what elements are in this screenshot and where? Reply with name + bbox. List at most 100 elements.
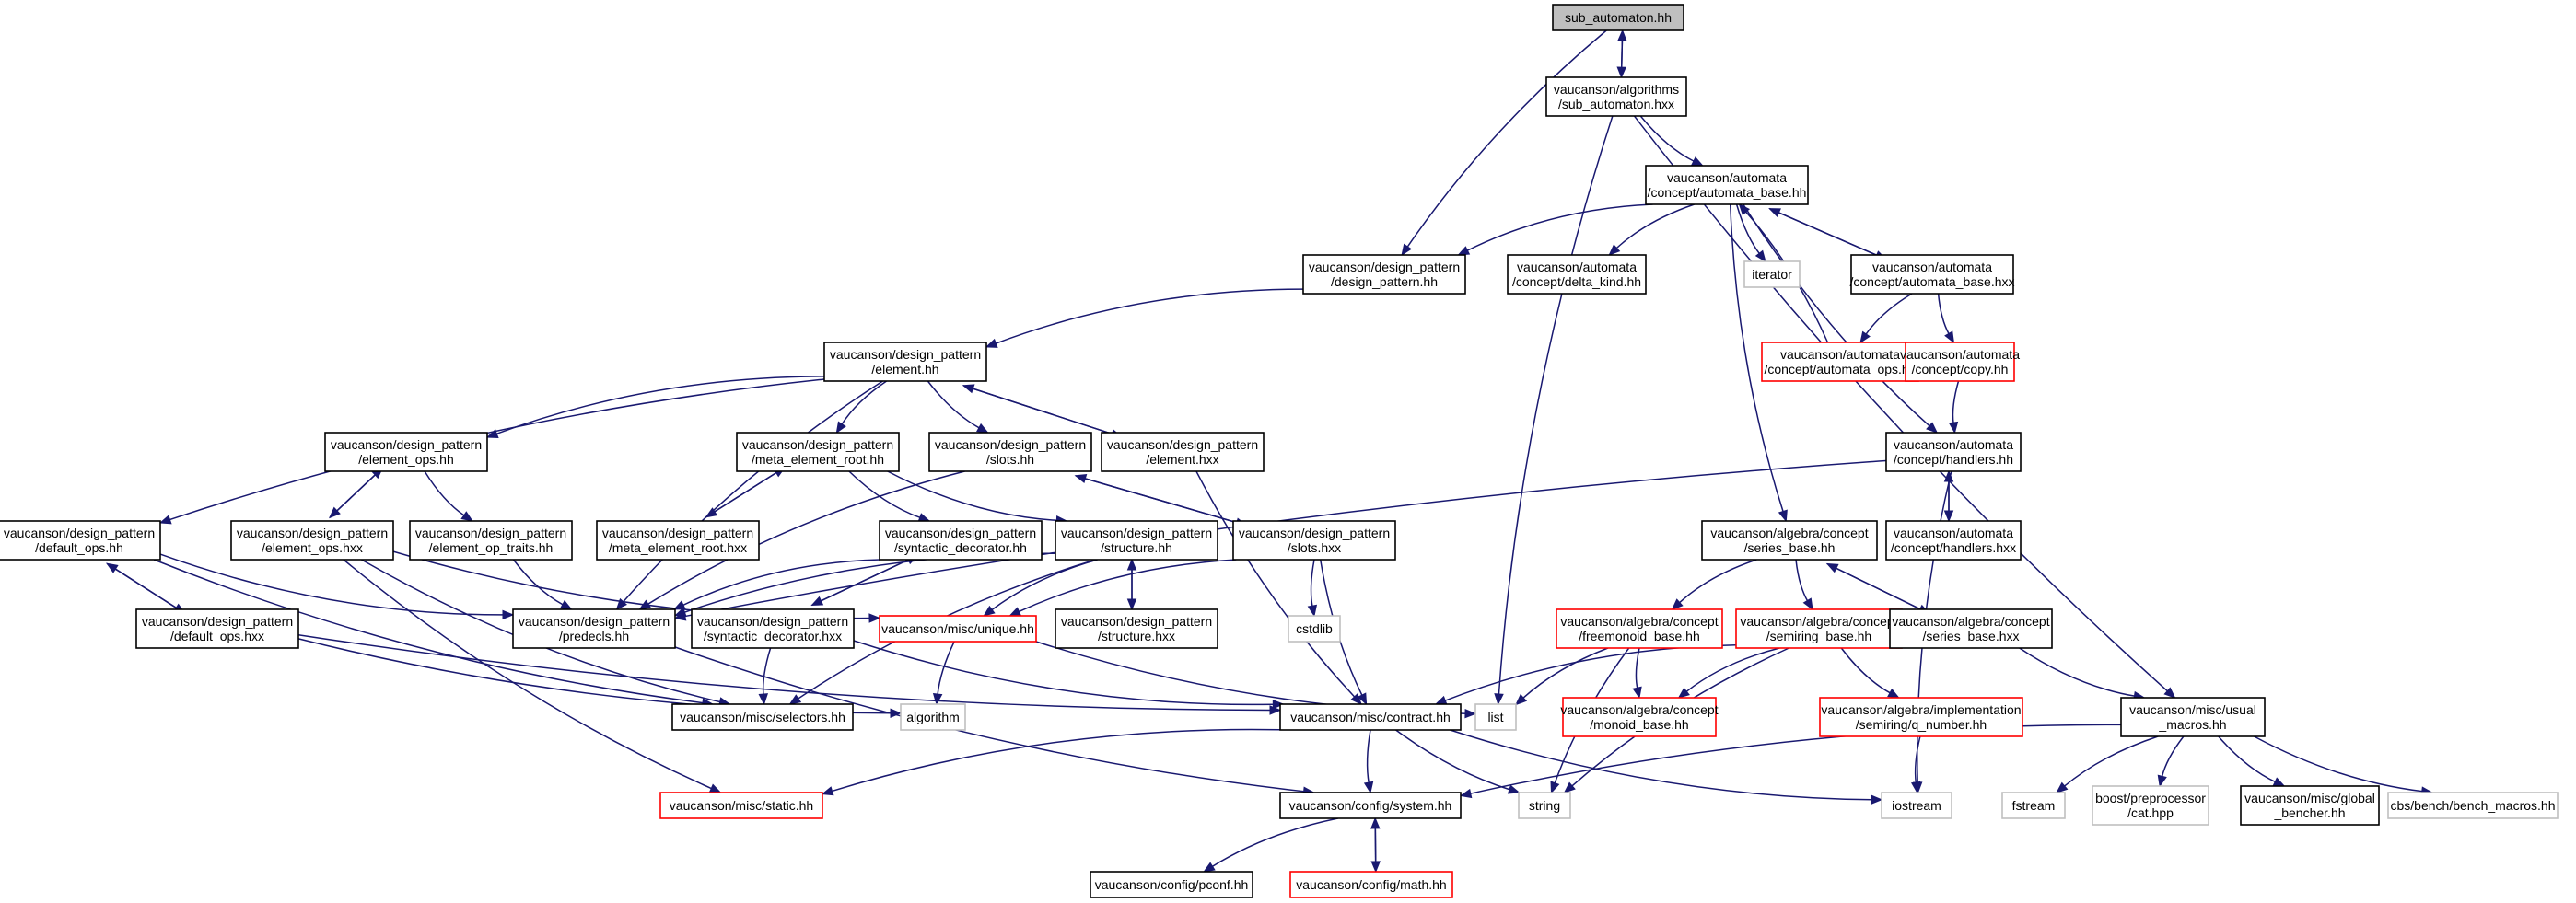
node-label: fstream xyxy=(2012,798,2056,813)
node-element-ops-hxx[interactable]: vaucanson/design_pattern/element_ops.hxx xyxy=(230,520,394,561)
node-freemonoid-base-hh[interactable]: vaucanson/algebra/concept/freemonoid_bas… xyxy=(1556,608,1723,649)
edge-line xyxy=(1635,647,1640,689)
node-box xyxy=(1701,520,1878,561)
node-box xyxy=(1743,260,1801,288)
node-label: /default_ops.hh xyxy=(35,540,123,555)
node-label: cbs/bench/bench_macros.hh xyxy=(2391,798,2556,813)
edge-line xyxy=(1639,115,1696,163)
edge-line xyxy=(2254,735,2423,793)
node-automata-ops-hh[interactable]: vaucanson/automata/concept/automata_ops.… xyxy=(1761,342,1919,382)
node-label: vaucanson/misc/global xyxy=(2244,791,2375,805)
edge-semiring_base_hh-to-monoid_base_hh xyxy=(1677,647,1780,699)
edge-slots_hxx-to-cstdlib xyxy=(1307,559,1318,618)
node-label: /series_base.hxx xyxy=(1922,629,2019,643)
node-box xyxy=(1645,165,1809,205)
node-math-hh[interactable]: vaucanson/config/math.hh xyxy=(1289,871,1453,898)
node-selectors-hh[interactable]: vaucanson/misc/selectors.hh xyxy=(671,703,854,731)
node-label: /element_op_traits.hh xyxy=(429,540,554,555)
node-structure-hh[interactable]: vaucanson/design_pattern/structure.hh xyxy=(1055,520,1218,561)
edge-arrowhead xyxy=(1691,156,1704,167)
node-meta-element-root-hxx[interactable]: vaucanson/design_pattern/meta_element_ro… xyxy=(596,520,760,561)
edge-arrowhead xyxy=(1948,421,1959,434)
node-system-hh[interactable]: vaucanson/config/system.hh xyxy=(1279,792,1462,819)
edge-element_ops_hxx-to-element_ops_hh xyxy=(329,467,384,518)
edge-arrowhead xyxy=(460,511,473,522)
node-handlers-hxx[interactable]: vaucanson/automata/concept/handlers.hxx xyxy=(1885,520,2022,561)
node-pconf-hh[interactable]: vaucanson/config/pconf.hh xyxy=(1090,871,1253,898)
edge-arrowhead xyxy=(1363,781,1374,794)
edge-line xyxy=(972,388,1123,438)
edge-arrowhead xyxy=(1515,693,1528,706)
node-label: vaucanson/design_pattern xyxy=(935,437,1086,452)
node-automata-base-hh[interactable]: vaucanson/automata/concept/automata_base… xyxy=(1645,165,1809,205)
node-monoid-base-hh[interactable]: vaucanson/algebra/concept/monoid_base.hh xyxy=(1560,697,1719,737)
edge-line xyxy=(1444,643,1737,702)
node-default-ops-hxx[interactable]: vaucanson/design_pattern/default_ops.hxx xyxy=(135,608,299,649)
node-label: vaucanson/algorithms xyxy=(1554,82,1679,97)
node-handlers-hh[interactable]: vaucanson/automata/concept/handlers.hh xyxy=(1885,432,2022,472)
node-syntactic-decorator-hh[interactable]: vaucanson/design_pattern/syntactic_decor… xyxy=(879,520,1043,561)
node-element-hh[interactable]: vaucanson/design_pattern/element.hh xyxy=(823,342,987,382)
node-label: boost/preprocessor xyxy=(2095,791,2206,805)
node-box xyxy=(1279,792,1462,819)
node-label: iterator xyxy=(1752,267,1792,282)
node-element-ops-hh[interactable]: vaucanson/design_pattern/element_ops.hh xyxy=(324,432,488,472)
node-semiring-base-hh[interactable]: vaucanson/algebra/concept/semiring_base.… xyxy=(1735,608,1903,649)
node-meta-element-root-hh[interactable]: vaucanson/design_pattern/meta_element_ro… xyxy=(736,432,900,472)
node-cat-hpp: boost/preprocessor/cat.hpp xyxy=(2092,785,2209,826)
node-element-hxx[interactable]: vaucanson/design_pattern/element.hxx xyxy=(1101,432,1265,472)
node-alg-sub-automaton-hxx[interactable]: vaucanson/algorithms/sub_automaton.hxx xyxy=(1545,76,1687,117)
node-contract-hh[interactable]: vaucanson/misc/contract.hh xyxy=(1279,703,1462,731)
node-automata-base-hxx[interactable]: vaucanson/automata/concept/automata_base… xyxy=(1849,254,2015,295)
node-default-ops-hh[interactable]: vaucanson/design_pattern/default_ops.hh xyxy=(0,520,161,561)
node-box xyxy=(1474,703,1517,731)
node-label: cstdlib xyxy=(1296,621,1333,636)
edge-line xyxy=(1914,735,1921,784)
node-label: vaucanson/automata xyxy=(1872,260,1992,274)
node-dp-design-pattern-hh[interactable]: vaucanson/design_pattern/design_pattern.… xyxy=(1302,254,1466,295)
node-label: /design_pattern.hh xyxy=(1331,274,1438,289)
edge-element_hh-to-slots_hh xyxy=(927,380,989,434)
node-delta-kind-hh[interactable]: vaucanson/automata/concept/delta_kind.hh xyxy=(1507,254,1647,295)
edge-line xyxy=(2161,735,2185,778)
edge-alg_sub_automaton_hxx-to-sub_automaton_hh xyxy=(1617,29,1627,78)
node-label: vaucanson/misc/unique.hh xyxy=(881,621,1034,636)
edge-arrowhead xyxy=(1457,246,1471,256)
node-series-base-hxx[interactable]: vaucanson/algebra/concept/series_base.hx… xyxy=(1889,608,2053,649)
node-label: /freemonoid_base.hh xyxy=(1579,629,1700,643)
edge-line xyxy=(1018,559,1237,613)
edge-arrowhead xyxy=(158,515,172,525)
edge-meta_element_root_hh-to-syntactic_decorator_hh xyxy=(848,470,931,523)
edge-line xyxy=(297,638,892,714)
node-slots-hxx[interactable]: vaucanson/design_pattern/slots.hxx xyxy=(1232,520,1396,561)
node-copy-hh[interactable]: vaucanson/automata/concept/copy.hh xyxy=(1900,342,2020,382)
node-box xyxy=(671,703,854,731)
edge-series_base_hh-to-freemonoid_base_hh xyxy=(1671,559,1757,610)
node-unique-hh[interactable]: vaucanson/misc/unique.hh xyxy=(879,615,1037,643)
node-q-number-hh[interactable]: vaucanson/algebra/implementation/semirin… xyxy=(1819,697,2023,737)
node-series-base-hh[interactable]: vaucanson/algebra/concept/series_base.hh xyxy=(1701,520,1878,561)
node-list: list xyxy=(1474,703,1517,731)
node-label: vaucanson/misc/selectors.hh xyxy=(680,710,845,724)
node-structure-hxx[interactable]: vaucanson/design_pattern/structure.hxx xyxy=(1055,608,1218,649)
node-label: /sub_automaton.hxx xyxy=(1558,97,1674,111)
edge-arrowhead xyxy=(708,783,722,793)
edge-arrowhead xyxy=(1350,693,1363,705)
node-slots-hh[interactable]: vaucanson/design_pattern/slots.hh xyxy=(928,432,1092,472)
node-static-hh[interactable]: vaucanson/misc/static.hh xyxy=(659,792,823,819)
node-usual-macros-hh[interactable]: vaucanson/misc/usual_macros.hh xyxy=(2120,697,2266,737)
node-global-bencher-hh[interactable]: vaucanson/misc/global_bencher.hh xyxy=(2240,785,2380,826)
node-box xyxy=(1101,432,1265,472)
edge-arrowhead xyxy=(2163,687,2176,699)
edge-arrowhead xyxy=(2272,777,2286,787)
node-label: /series_base.hh xyxy=(1744,540,1836,555)
node-element-op-traits-hh[interactable]: vaucanson/design_pattern/element_op_trai… xyxy=(409,520,573,561)
edge-automata_base_hh-to-series_base_hh xyxy=(1729,203,1788,523)
edge-line xyxy=(1633,115,2169,692)
node-label: vaucanson/automata xyxy=(1517,260,1637,274)
node-predecls-hh[interactable]: vaucanson/design_pattern/predecls.hh xyxy=(512,608,676,649)
edge-line xyxy=(1937,293,1951,335)
node-label: iostream xyxy=(1892,798,1941,813)
node-syntactic-decorator-hxx[interactable]: vaucanson/design_pattern/syntactic_decor… xyxy=(691,608,855,649)
node-label: vaucanson/config/pconf.hh xyxy=(1095,877,1249,892)
